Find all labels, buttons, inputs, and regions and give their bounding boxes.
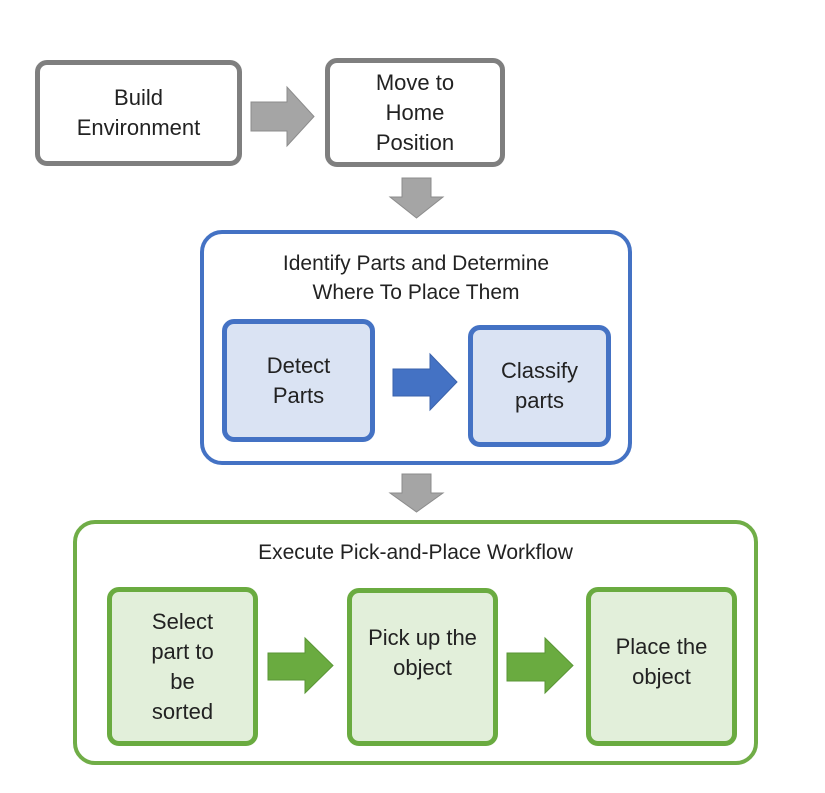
- arrow-home-to-identify: [388, 177, 445, 219]
- arrow-down-icon: [388, 473, 445, 513]
- select-part-label: Select part to be sorted: [151, 608, 214, 724]
- pick-up-label: Pick up the object: [368, 625, 477, 680]
- move-home-label: Move to Home Position: [375, 69, 455, 155]
- arrow-right-icon: [392, 352, 458, 412]
- arrow-right-icon: [250, 85, 315, 148]
- place-label: Place the object: [615, 633, 708, 689]
- arrow-build-to-home: [250, 85, 315, 148]
- identify-group-title: Identify Parts and Determine Where To Pl…: [282, 252, 550, 304]
- arrow-right-icon: [267, 636, 334, 695]
- classify-parts-step: Classify parts: [468, 325, 611, 447]
- build-environment-step: Build Environment: [35, 60, 242, 166]
- arrow-detect-to-classify: [392, 352, 458, 412]
- pick-up-step: Pick up the object: [347, 588, 498, 746]
- arrow-pick-to-place: [506, 636, 574, 695]
- arrow-right-icon: [506, 636, 574, 695]
- arrow-select-to-pick: [267, 636, 334, 695]
- detect-parts-step: Detect Parts: [222, 319, 375, 442]
- move-home-step: Move to Home Position: [325, 58, 505, 167]
- select-part-step: Select part to be sorted: [107, 587, 258, 746]
- detect-parts-label: Detect Parts: [266, 352, 331, 408]
- build-environment-label: Build Environment: [76, 85, 201, 140]
- arrow-identify-to-execute: [388, 473, 445, 513]
- execute-group-title: Execute Pick-and-Place Workflow: [258, 541, 573, 564]
- arrow-down-icon: [388, 177, 445, 219]
- place-step: Place the object: [586, 587, 737, 746]
- classify-parts-label: Classify parts: [500, 358, 578, 413]
